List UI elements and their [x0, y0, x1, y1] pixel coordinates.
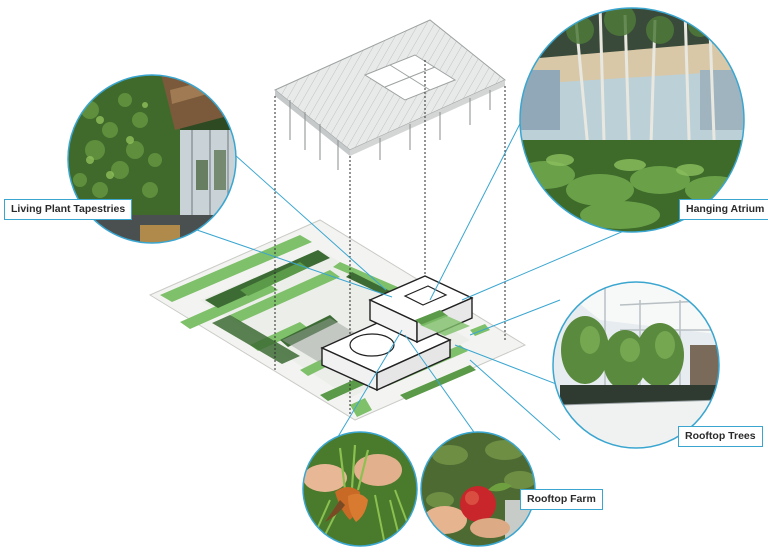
label-living-plant-tapestries: Living Plant Tapestries: [4, 199, 133, 220]
building-massing: [320, 275, 474, 392]
photo-rooftop-farm-apple: [420, 431, 536, 547]
projection-lines: [274, 60, 506, 415]
photo-rooftop-farm-carrots: [302, 431, 418, 547]
label-rooftop-farm: Rooftop Farm: [520, 489, 603, 510]
label-rooftop-trees: Rooftop Trees: [678, 426, 763, 447]
label-hanging-atrium: Hanging Atrium: [679, 199, 768, 220]
photo-living-plant-wall: [67, 74, 237, 244]
photo-hanging-atrium: [519, 7, 745, 233]
roof-canopy: [274, 19, 506, 170]
